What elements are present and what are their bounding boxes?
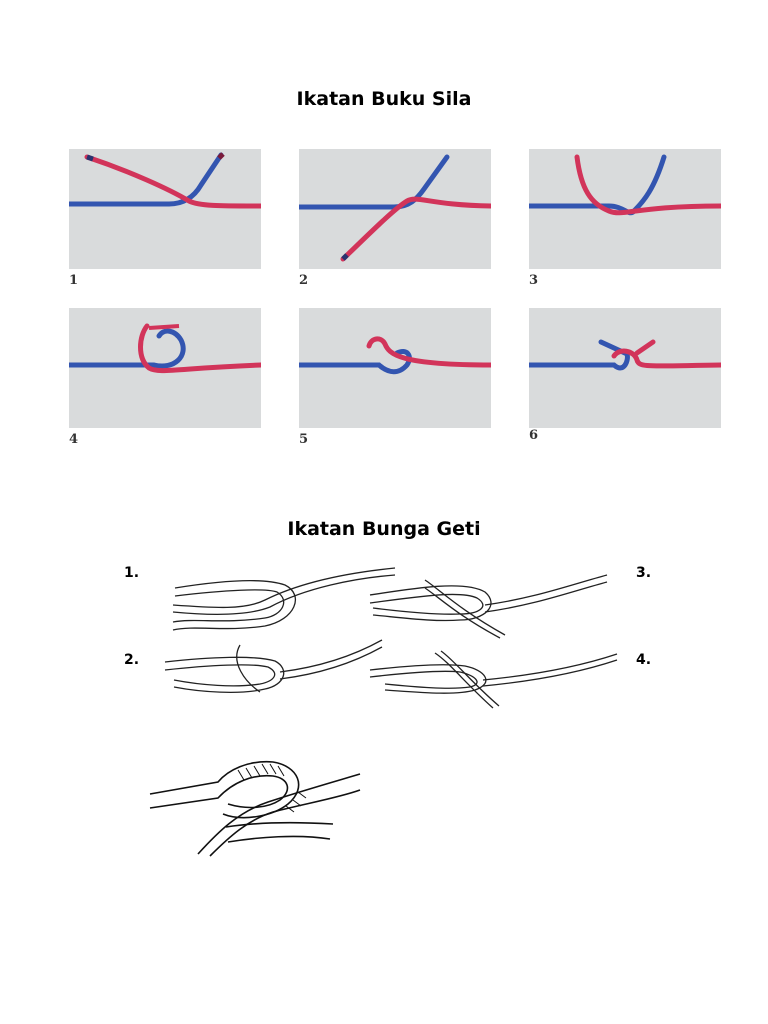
step-number-5: 5 [299,432,309,447]
knot-step-4-photo [69,308,261,428]
knot-sketch-step-3 [369,574,608,639]
knot-sketch-step-4 [369,650,618,709]
step-number-2: 2 [299,273,309,288]
knot-step-5-photo [299,308,491,428]
knot-step-6-photo [529,308,721,428]
section-title-bunga-geti: Ikatan Bunga Geti [287,518,481,540]
sketch-label-4: 4. [636,652,652,668]
knot-sketch-step-2 [164,639,383,693]
knot-sketch-step-1 [172,567,396,631]
sketch-label-2: 2. [124,652,140,668]
knot-step-2-photo [299,149,491,269]
sketch-label-1: 1. [124,565,140,581]
knot-step-1-photo [69,149,261,269]
knot-step-3-photo [529,149,721,269]
step-number-1: 1 [69,273,79,288]
step-number-4: 4 [69,432,79,447]
step-number-6: 6 [529,428,539,443]
knot-sketch-final [149,760,361,857]
sketch-label-3: 3. [636,565,652,581]
section-title-buku-sila: Ikatan Buku Sila [296,88,472,110]
step-number-3: 3 [529,273,539,288]
